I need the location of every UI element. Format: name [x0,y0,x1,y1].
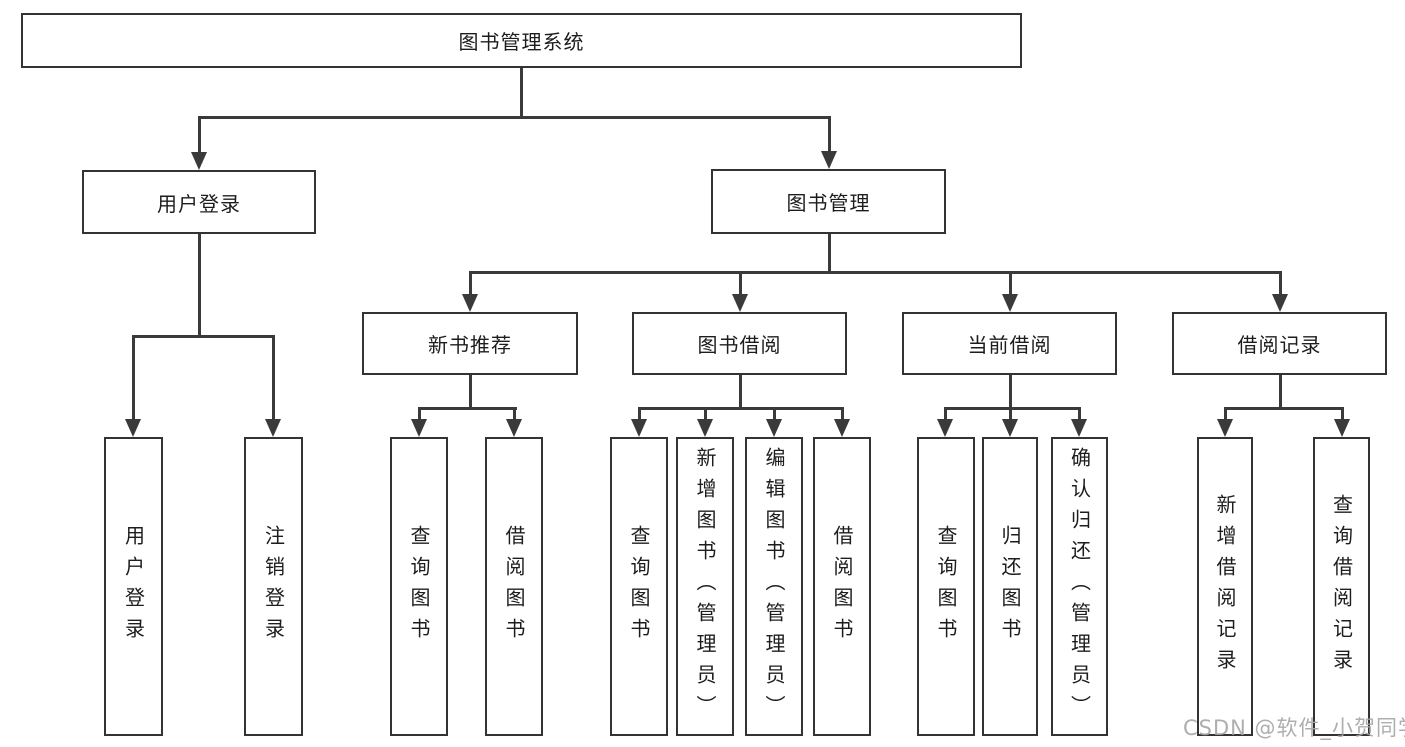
connector-to-leaf [841,407,844,419]
arrowhead-down-icon [506,419,522,437]
leaf-label: 借阅图书 [830,524,854,649]
node-label: 图书借阅 [697,333,782,357]
leaf-query-books-current: 查询图书 [917,437,975,736]
node-label: 图书管理 [786,191,871,215]
arrowhead-down-icon [631,419,647,437]
node-user-login: 用户登录 [82,170,316,234]
leaf-label: 注销登录 [261,524,286,649]
connector-to-leaf [1224,407,1227,419]
connector-to-new-book [469,271,472,294]
connector-to-leaf [944,407,947,419]
node-label: 借阅记录 [1237,333,1322,357]
arrowhead-down-icon [732,294,748,312]
arrowhead-down-icon [1071,419,1087,437]
leaf-label: 借阅图书 [502,524,526,649]
arrowhead-down-icon [821,151,837,169]
leaf-borrow-books: 借阅图书 [813,437,871,736]
leaf-user-login: 用户登录 [104,437,163,736]
node-new-book-recommend: 新书推荐 [362,312,578,375]
connector-to-leaf [1009,407,1012,419]
leaf-confirm-return-admin: 确认归还（管理员） [1051,437,1108,736]
leaf-label: 确认归还（管理员） [1067,447,1092,726]
connector-book-management-stem [828,234,831,274]
connector-to-leaf [418,407,421,419]
arrowhead-down-icon [1272,294,1288,312]
node-book-borrow: 图书借阅 [632,312,847,375]
connector-to-book-borrow [739,271,742,294]
leaf-label: 查询图书 [627,524,651,649]
leaf-label: 新增借阅记录 [1213,493,1237,680]
node-label: 当前借阅 [967,333,1052,357]
connector-current-borrow-distributor [944,407,1081,410]
arrowhead-down-icon [834,419,850,437]
arrowhead-down-icon [191,152,207,170]
node-current-borrow: 当前借阅 [902,312,1117,375]
connector-to-borrow-records [1279,271,1282,294]
leaf-label: 查询借阅记录 [1329,493,1354,680]
connector-to-leaf [773,407,776,419]
leaf-label: 用户登录 [121,524,146,649]
leaf-logout: 注销登录 [244,437,303,736]
connector-to-current-borrow [1009,271,1012,294]
connector-to-leaf [704,407,707,419]
node-book-management: 图书管理 [711,169,946,234]
connector-to-leaf [272,335,275,419]
csdn-watermark: CSDN @软件_小贺同学 [1183,716,1405,740]
connector-root-stem [520,68,523,118]
connector-book-borrow-distributor [638,407,844,410]
node-borrow-records: 借阅记录 [1172,312,1387,375]
arrowhead-down-icon [937,419,953,437]
arrowhead-down-icon [411,419,427,437]
connector-user-login-distributor [133,335,275,338]
connector-to-leaf [638,407,641,419]
arrowhead-down-icon [1217,419,1233,437]
connector-borrow-records-distributor [1224,407,1343,410]
connector-to-leaf [132,335,135,419]
connector-to-book-management [828,116,831,151]
leaf-label: 查询图书 [934,524,958,649]
leaf-label: 查询图书 [407,524,431,649]
arrowhead-down-icon [462,294,478,312]
connector-book-borrow-stem [739,375,742,410]
connector-to-leaf [513,407,516,419]
node-library-management-system: 图书管理系统 [21,13,1022,68]
arrowhead-down-icon [1334,419,1350,437]
arrowhead-down-icon [766,419,782,437]
leaf-edit-books-admin: 编辑图书（管理员） [745,437,803,736]
arrowhead-down-icon [265,419,281,437]
leaf-label: 编辑图书（管理员） [762,447,786,726]
leaf-add-books-admin: 新增图书（管理员） [676,437,734,736]
connector-user-login-stem [198,234,201,338]
leaf-query-books: 查询图书 [610,437,668,736]
leaf-query-borrow-record: 查询借阅记录 [1313,437,1370,736]
arrowhead-down-icon [1002,419,1018,437]
connector-to-user-login [198,116,201,152]
leaf-label: 新增图书（管理员） [693,447,717,726]
leaf-query-books-recommend: 查询图书 [390,437,448,736]
arrowhead-down-icon [1002,294,1018,312]
connector-new-book-stem [469,375,472,410]
connector-new-book-distributor [418,407,517,410]
connector-borrow-records-stem [1279,375,1282,410]
node-label: 新书推荐 [428,333,512,357]
leaf-borrow-books-recommend: 借阅图书 [485,437,543,736]
arrowhead-down-icon [125,419,141,437]
arrowhead-down-icon [697,419,713,437]
leaf-return-books: 归还图书 [982,437,1038,736]
connector-current-borrow-stem [1009,375,1012,410]
leaf-add-borrow-record: 新增借阅记录 [1197,437,1253,736]
node-label: 图书管理系统 [458,30,585,54]
connector-to-leaf [1341,407,1344,419]
node-label: 用户登录 [157,191,241,216]
connector-root-distributor [198,116,831,119]
connector-book-management-distributor [469,271,1282,274]
leaf-label: 归还图书 [998,524,1022,649]
connector-to-leaf [1078,407,1081,419]
